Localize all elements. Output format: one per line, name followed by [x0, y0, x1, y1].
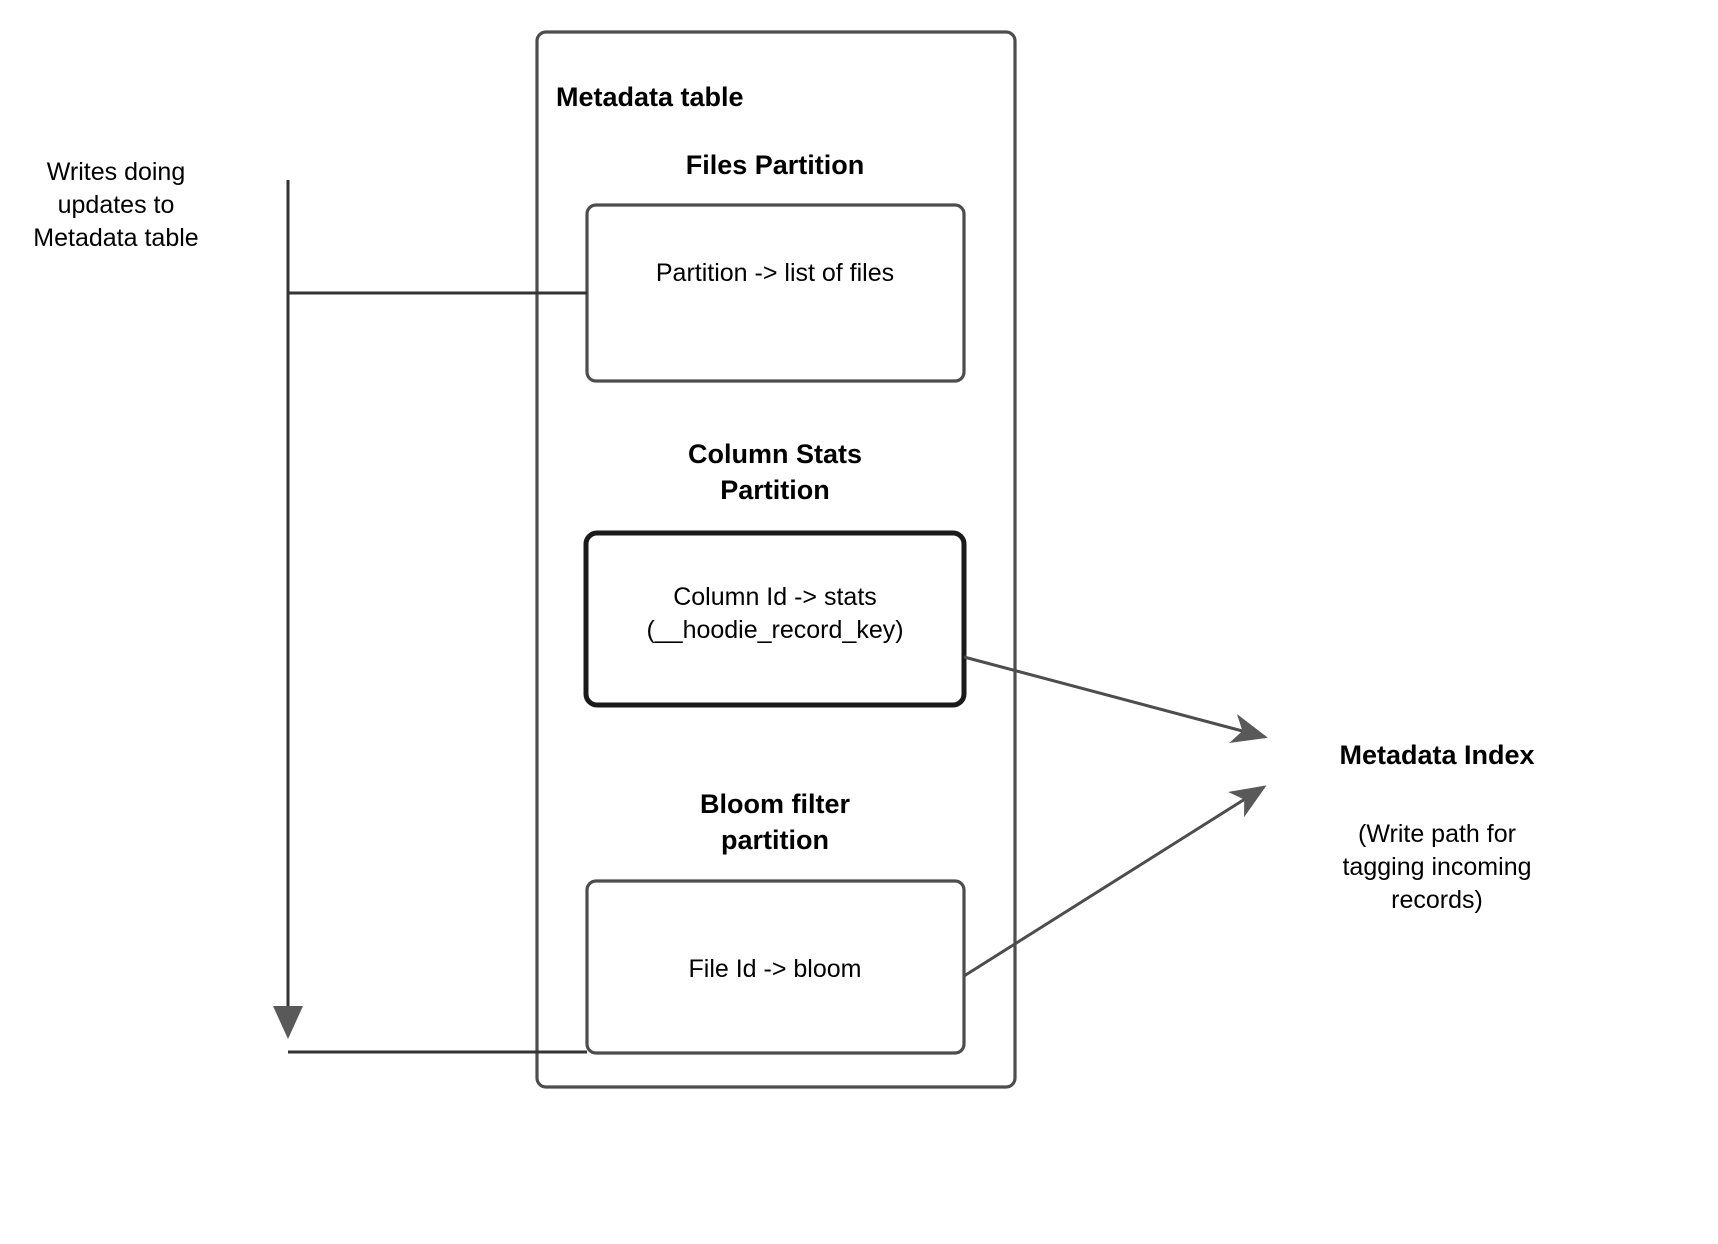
metadata-table-title: Metadata table [556, 82, 744, 112]
files-partition-box [585, 203, 966, 383]
bloom-filter-to-index-arrow [963, 785, 1267, 978]
column-stats-partition-heading: Column Stats Partition [687, 439, 862, 505]
metadata-index-note: (Write path for tagging incoming records… [1342, 820, 1532, 914]
bloom-filter-partition-box [585, 879, 966, 1055]
metadata-table-outer-box [535, 30, 1017, 1089]
bloom-filter-partition-box-label: File Id -> bloom [688, 955, 862, 983]
column-stats-partition-box-label: Column Id -> stats (__hoodie_record_key) [646, 583, 904, 644]
column-stats-to-index-arrow [963, 655, 1268, 744]
column-stats-partition-box [583, 530, 967, 708]
writes-annotation-label: Writes doing updates to Metadata table [33, 158, 199, 252]
metadata-index-title: Metadata Index [1339, 740, 1535, 770]
files-partition-box-label: Partition -> list of files [655, 259, 895, 287]
bloom-filter-partition-heading: Bloom filter partition [699, 789, 850, 855]
files-partition-heading: Files Partition [685, 150, 865, 180]
